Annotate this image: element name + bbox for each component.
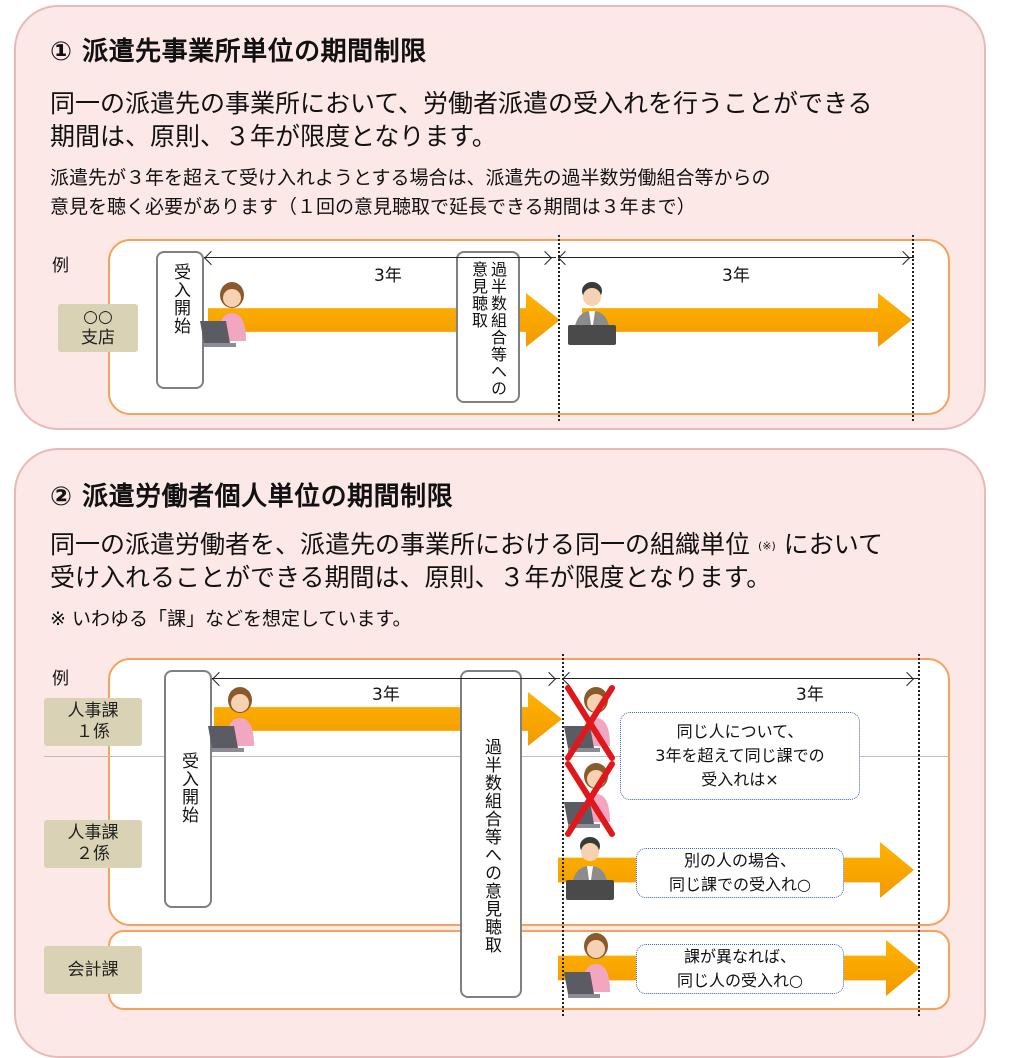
man-worker-icon — [568, 282, 616, 345]
hearing-box-2: 過半数組合等への意見聴取 — [460, 670, 522, 998]
red-cross-icon — [565, 685, 615, 837]
hearing-box: 過半数組合等への意見聴取 — [456, 251, 520, 403]
boundary-dotted-line-4 — [918, 654, 920, 1016]
period-label-4: 3年 — [796, 685, 824, 705]
section1-sub-line2: 意見を聴く必要があります（１回の意見聴取で延長できる期間は３年まで） — [50, 196, 696, 218]
start-box-label: 受入開始 — [170, 263, 190, 335]
section2-lead-line1-end: において — [783, 530, 883, 559]
period-label-1: 3年 — [374, 266, 402, 286]
man-worker-icon — [566, 837, 614, 900]
note-same-person: 同じ人について、 3年を超えて同じ課での 受入れは× — [620, 712, 860, 800]
start-box-2: 受入開始 — [164, 670, 212, 908]
section2-lead-line2: 受け入れることができる期間は、原則、３年が限度となります。 — [50, 563, 772, 592]
woman-worker-icon — [208, 687, 254, 752]
tag-jinji-2: 人事課 ２係 — [44, 820, 142, 868]
period-label-2: 3年 — [722, 266, 750, 286]
section1-lead-line1: 同一の派遣先の事業所において、労働者派遣の受入れを行うことができる — [50, 89, 873, 118]
woman-worker-icon — [200, 282, 246, 347]
section2-panel: ② 派遣労働者個人単位の期間制限 同一の派遣労働者を、派遣先の事業所における同一… — [14, 448, 986, 1058]
dimension-line-3 — [212, 678, 560, 679]
section2-title: ② 派遣労働者個人単位の期間制限 — [50, 482, 454, 512]
start-box: 受入開始 — [156, 251, 204, 389]
start-box-2-label: 受入開始 — [178, 752, 198, 824]
section2-lead-line1: 同一の派遣労働者を、派遣先の事業所における同一の組織単位 (※) において — [50, 528, 883, 563]
tag-jinji-1: 人事課 １係 — [44, 698, 142, 746]
section1-panel: ① 派遣先事業所単位の期間制限 同一の派遣先の事業所において、労働者派遣の受入れ… — [14, 5, 986, 430]
section1-lead-line2: 期間は、原則、３年が限度となります。 — [50, 122, 497, 151]
hearing-box-label: 過半数組合等への意見聴取 — [469, 261, 507, 397]
tag-kaikei: 会計課 — [44, 946, 142, 994]
boundary-dotted-line-1 — [558, 235, 560, 421]
boundary-dotted-line-2 — [912, 235, 914, 421]
dimension-line-2 — [558, 257, 914, 258]
section2-lead-line1-text: 同一の派遣労働者を、派遣先の事業所における同一の組織単位 — [50, 530, 751, 559]
branch-tag: ○○ 支店 — [58, 304, 138, 352]
boundary-dotted-line-3 — [562, 654, 564, 1016]
dimension-line-4 — [562, 678, 918, 679]
section2-lead-note-mark: (※) — [757, 539, 776, 553]
hearing-box-2-label: 過半数組合等への意見聴取 — [481, 738, 501, 954]
woman-worker-icon — [564, 933, 610, 998]
section1-sub-line1: 派遣先が３年を超えて受け入れようとする場合は、派遣先の過半数労働組合等からの — [50, 167, 771, 189]
section2-example-label: 例 — [52, 669, 69, 689]
period-label-3: 3年 — [372, 685, 400, 705]
dimension-line-1 — [204, 257, 556, 258]
section1-title: ① 派遣先事業所単位の期間制限 — [50, 37, 427, 67]
section1-example-label: 例 — [52, 256, 69, 276]
note-other-section: 課が異なれば、 同じ人の受入れ○ — [636, 944, 844, 994]
section2-footnote: ※ いわゆる「課」などを想定しています。 — [50, 608, 412, 630]
note-other-person: 別の人の場合、 同じ課での受入れ○ — [636, 848, 844, 898]
